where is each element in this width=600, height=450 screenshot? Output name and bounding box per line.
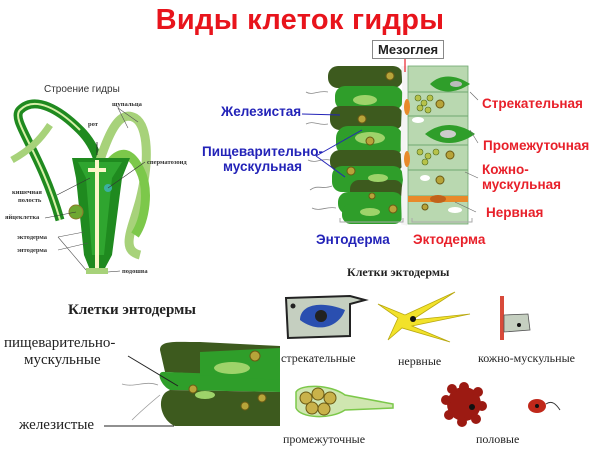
label-digestive-muscular-1: Пищеварительно- bbox=[202, 144, 323, 159]
label-gut-cavity-2: полость bbox=[18, 197, 42, 204]
label-glandular-cell: Железистая bbox=[221, 104, 302, 119]
ectoderm-cells bbox=[404, 65, 475, 225]
intermediate-cell-icon bbox=[295, 385, 394, 418]
nerve-cell-icon bbox=[377, 291, 471, 343]
label-tentacles: щупальца bbox=[112, 101, 142, 108]
label-stinging-cell: Стрекательная bbox=[482, 96, 583, 111]
label-skin-muscular-cells: кожно-мускульные bbox=[478, 351, 575, 365]
label-ectoderm-small: эктодерма bbox=[17, 234, 48, 241]
entoderm-panel-heading: Клетки энтодермы bbox=[68, 302, 197, 318]
label-intermediate-cells: промежуточные bbox=[283, 432, 366, 446]
ectoderm-panel-heading: Клетки эктодермы bbox=[347, 265, 450, 279]
label-glandular-cells: железистые bbox=[19, 417, 95, 433]
label-digestive-muscular-cells-2: мускульные bbox=[24, 352, 101, 368]
label-digestive-muscular-cells-1: пищеварительно- bbox=[4, 335, 116, 351]
label-sexual-cells: половые bbox=[476, 432, 520, 446]
structure-heading: Строение гидры bbox=[44, 84, 120, 95]
label-entoderm-small: энтодерма bbox=[17, 247, 48, 254]
label-stinging-cells: стрекательные bbox=[281, 351, 356, 365]
label-egg: яйцеклетка bbox=[5, 214, 40, 221]
label-nerve-cells: нервные bbox=[398, 354, 442, 368]
label-sole: подошва bbox=[122, 268, 148, 275]
label-skin-muscular-2: мускульная bbox=[482, 177, 561, 192]
label-entoderm: Энтодерма bbox=[316, 232, 390, 247]
label-ectoderm: Эктодерма bbox=[413, 232, 486, 247]
entoderm-cells bbox=[305, 66, 403, 224]
page-title: Виды клеток гидры bbox=[155, 4, 445, 36]
skin-muscle-cell-icon bbox=[500, 296, 531, 340]
label-gut-cavity-1: кишечная bbox=[12, 189, 42, 196]
label-nerve-cell: Нервная bbox=[486, 205, 544, 220]
label-digestive-muscular-2: мускульная bbox=[223, 159, 302, 174]
label-skin-muscular-1: Кожно- bbox=[482, 162, 529, 177]
label-sperm: сперматозоид bbox=[147, 159, 187, 166]
label-intermediate-cell: Промежуточная bbox=[483, 138, 590, 153]
sexual-cells-icon bbox=[441, 382, 561, 427]
label-mesoglea: Мезоглея bbox=[372, 40, 445, 59]
stinging-cell-icon bbox=[284, 294, 369, 340]
label-mouth: рот bbox=[88, 121, 98, 128]
